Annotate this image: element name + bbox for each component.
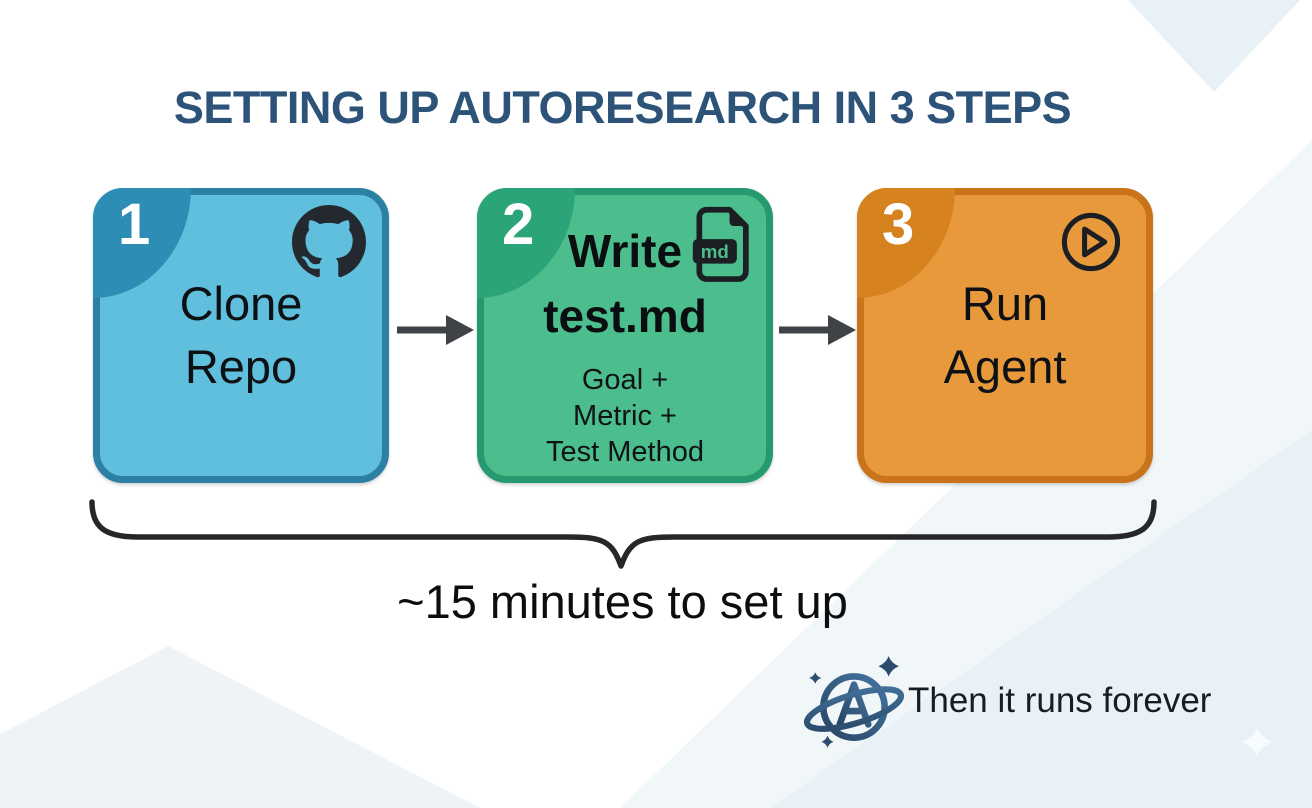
- step-number: 3: [882, 192, 915, 257]
- step-sublabel-line: Test Method: [546, 435, 704, 468]
- step-number: 2: [502, 192, 535, 257]
- step-label: Run Agent: [864, 195, 1146, 476]
- sparkle-shape: [1241, 728, 1273, 756]
- arrow-right-icon: [776, 310, 858, 355]
- page-title: SETTING UP AUTORESEARCH IN 3 STEPS: [173, 82, 1072, 133]
- autoresearch-logo-icon: [803, 654, 905, 761]
- step-label: Write test.md: [484, 219, 766, 350]
- step-number: 1: [118, 192, 151, 257]
- footer-note: Then it runs forever: [908, 681, 1212, 720]
- arrow-right-icon: [394, 310, 476, 355]
- play-icon: [1058, 209, 1124, 280]
- step-card-clone-repo: 1 Clone Repo: [93, 188, 389, 483]
- step-label-line: Run: [961, 277, 1049, 331]
- step-label: Clone Repo: [100, 195, 382, 476]
- step-label-line: test.md: [543, 290, 707, 343]
- markdown-file-icon: md: [692, 203, 754, 290]
- step-label-line: Clone: [179, 277, 303, 331]
- step-card-write-testmd: 2 md Write test.md Goal + Metric + Test …: [477, 188, 773, 483]
- md-badge-label: md: [701, 241, 729, 262]
- step-sublabel-line: Goal +: [581, 364, 669, 396]
- step-label-line: Write: [567, 225, 683, 277]
- step-label-line: Repo: [184, 339, 298, 393]
- step-label-line: Agent: [943, 339, 1067, 393]
- setup-duration-note: ~15 minutes to set up: [397, 575, 848, 628]
- step-sublabel-line: Metric +: [573, 399, 677, 432]
- step-sublabel: Goal + Metric + Test Method: [484, 363, 766, 471]
- github-icon: [292, 205, 366, 284]
- step-card-run-agent: 3 Run Agent: [857, 188, 1153, 483]
